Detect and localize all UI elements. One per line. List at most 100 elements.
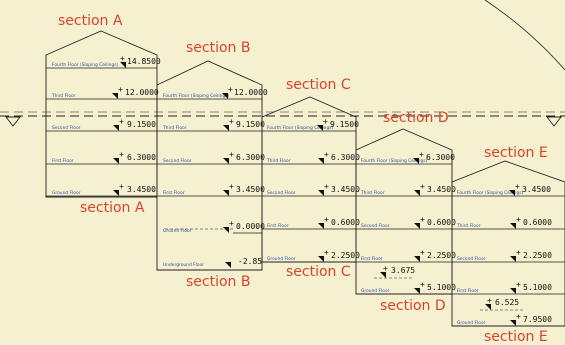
floor-label: Fourth Floor (Sloping Ceilings) bbox=[267, 125, 334, 131]
svg-text:+: + bbox=[119, 182, 124, 191]
section-a-title-bottom: section A bbox=[80, 200, 145, 216]
elevation-value: 0.6000 bbox=[523, 218, 552, 227]
floor-label: Second Floor bbox=[361, 223, 390, 229]
elevation-marker-icon bbox=[414, 223, 420, 229]
level-marker-triangle-icon bbox=[546, 116, 562, 127]
level-marker-triangle-icon bbox=[5, 116, 21, 127]
elevation-marker-icon bbox=[318, 190, 324, 196]
svg-text:+: + bbox=[420, 182, 425, 191]
svg-text:+: + bbox=[515, 182, 520, 191]
elevation-marker-icon bbox=[120, 62, 126, 68]
elevation-marker-icon bbox=[223, 125, 229, 131]
elevation-value: -2.85 bbox=[238, 257, 262, 266]
elevation-marker-icon bbox=[113, 125, 119, 131]
elevation-value: 12.0000 bbox=[125, 88, 159, 97]
elevation-marker-icon bbox=[223, 158, 229, 164]
elevation-marker-icon bbox=[414, 288, 420, 294]
svg-text:+: + bbox=[228, 85, 233, 94]
section-c-title-top: section C bbox=[286, 77, 351, 93]
elevation-value: 9.1500 bbox=[330, 120, 359, 129]
svg-text:+: + bbox=[516, 215, 521, 224]
floor-label: First Floor bbox=[361, 256, 383, 262]
elevation-value: 6.3000 bbox=[331, 153, 360, 162]
floor-label: First Floor bbox=[267, 223, 289, 229]
floor-label: Ground Floor bbox=[52, 190, 81, 196]
elevation-value: 3.4500 bbox=[522, 185, 551, 194]
svg-text:+: + bbox=[118, 85, 123, 94]
elevation-marker-icon bbox=[414, 190, 420, 196]
elevation-marker-icon bbox=[112, 93, 118, 99]
elevation-marker-icon bbox=[317, 125, 323, 131]
elevation-value: 3.675 bbox=[391, 266, 415, 275]
elevation-value: 0.6000 bbox=[331, 218, 360, 227]
elevation-marker-icon bbox=[113, 158, 119, 164]
section-c: section C Fourth Floor (Sloping Ceilings… bbox=[261, 77, 360, 280]
svg-text:+: + bbox=[229, 182, 234, 191]
elevation-marker-icon bbox=[318, 158, 324, 164]
svg-text:+: + bbox=[324, 215, 329, 224]
elevation-marker-icon bbox=[485, 304, 491, 310]
elevation-marker-icon bbox=[222, 93, 228, 99]
section-d-title-top: section D bbox=[383, 110, 449, 126]
svg-text:+: + bbox=[420, 248, 425, 257]
elevation-marker-icon bbox=[510, 223, 516, 229]
section-b-title-bottom: section B bbox=[186, 274, 250, 290]
section-a-title-top: section A bbox=[58, 13, 123, 29]
elevation-marker-icon bbox=[223, 190, 229, 196]
floor-label: Third Floor bbox=[456, 223, 481, 229]
floor-label: Third Floor bbox=[51, 93, 76, 99]
svg-text:+: + bbox=[324, 182, 329, 191]
svg-text:+: + bbox=[119, 117, 124, 126]
floor-label: Second Floor bbox=[163, 158, 192, 164]
elevation-value: 5.1000 bbox=[523, 283, 552, 292]
floor-label: Ground Floor bbox=[163, 228, 192, 234]
svg-text:+: + bbox=[119, 150, 124, 159]
floor-label: Second Floor bbox=[52, 125, 81, 131]
elevation-value: 5.1000 bbox=[427, 283, 456, 292]
elevation-marker-icon bbox=[414, 256, 420, 262]
svg-text:+: + bbox=[516, 248, 521, 257]
section-e-title-bottom: section E bbox=[484, 329, 548, 345]
svg-text:+: + bbox=[420, 280, 425, 289]
elevation-marker-icon bbox=[510, 288, 516, 294]
floor-label: Ground Floor bbox=[361, 288, 390, 294]
section-a-outline bbox=[45, 30, 158, 198]
floor-label: First Floor bbox=[52, 158, 74, 164]
elevation-marker-icon bbox=[113, 190, 119, 196]
elevation-value: 6.3000 bbox=[426, 153, 455, 162]
floor-label: Ground Floor bbox=[457, 320, 486, 326]
elevation-value: 3.4500 bbox=[427, 185, 456, 194]
floor-label: Fourth Floor (Sloping Ceilings) bbox=[163, 93, 230, 99]
section-d: section D Fourth Floor (Sloping Ceilings… bbox=[355, 110, 456, 314]
elevation-value: 7.9500 bbox=[523, 315, 552, 324]
elevation-marker-icon bbox=[413, 158, 419, 164]
floor-label: Ground Floor bbox=[267, 256, 296, 262]
floor-label: First Floor bbox=[163, 190, 185, 196]
floor-label: Underground Floor bbox=[163, 262, 204, 268]
svg-text:+: + bbox=[229, 150, 234, 159]
elevation-value: 6.3000 bbox=[127, 153, 156, 162]
elevation-value: 2.2500 bbox=[331, 251, 360, 260]
elevation-value: 2.2500 bbox=[523, 251, 552, 260]
floor-label: Fourth Floor (Sloping Ceilings) bbox=[361, 158, 428, 164]
section-e-title-top: section E bbox=[484, 145, 548, 161]
elevation-value: 12.0000 bbox=[234, 88, 268, 97]
svg-text:+: + bbox=[120, 54, 125, 63]
elevation-marker-icon bbox=[225, 262, 231, 268]
floor-label: Second Floor bbox=[267, 190, 296, 196]
elevation-marker-icon bbox=[318, 223, 324, 229]
section-b-title-top: section B bbox=[186, 40, 250, 56]
elevation-value: 3.4500 bbox=[127, 185, 156, 194]
svg-text:+: + bbox=[323, 117, 328, 126]
elevation-value: 0.0000 bbox=[236, 222, 265, 231]
svg-text:+: + bbox=[324, 150, 329, 159]
floor-label: First Floor bbox=[457, 288, 479, 294]
elevation-marker-icon bbox=[510, 256, 516, 262]
svg-text:+: + bbox=[229, 219, 234, 228]
elevation-value: 0.6000 bbox=[427, 218, 456, 227]
section-a: section A Fourth Floor (Sloping Ceilings… bbox=[45, 13, 161, 216]
corner-curve bbox=[484, 0, 565, 71]
svg-text:+: + bbox=[324, 248, 329, 257]
